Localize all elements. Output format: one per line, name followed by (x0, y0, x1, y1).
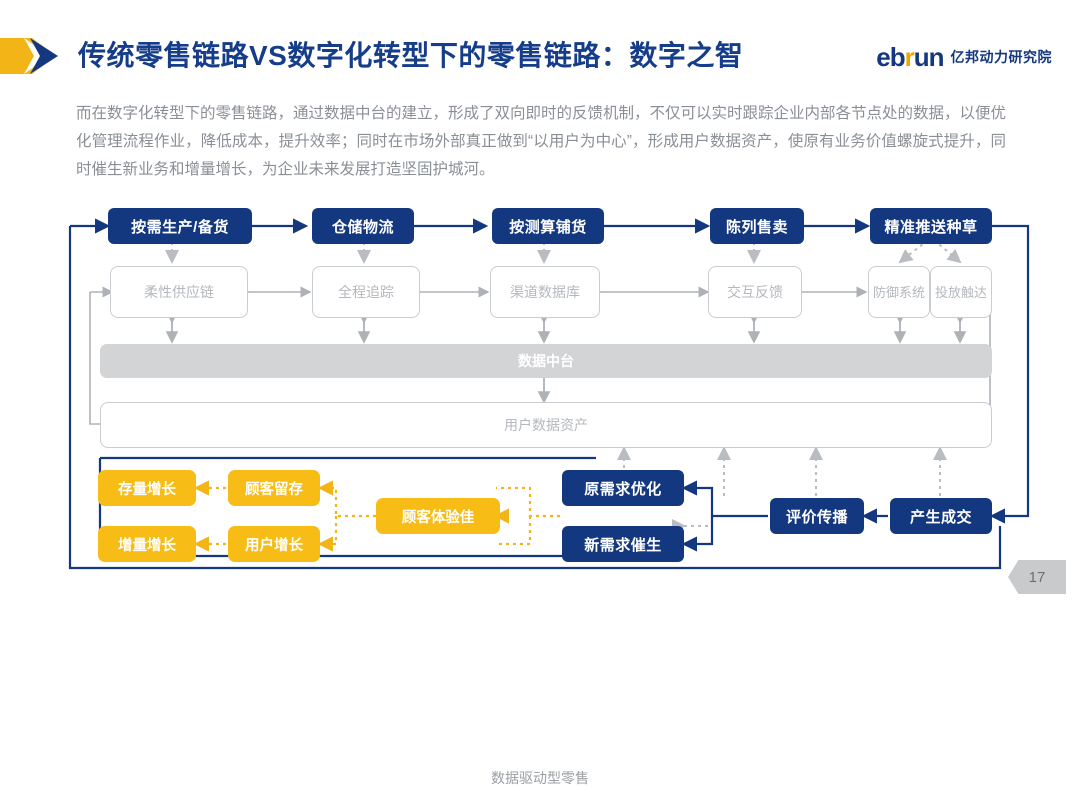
logo-part-r: r (904, 42, 915, 72)
logo-chinese-name: 亿邦动力研究院 (950, 49, 1052, 65)
chain-box-2[interactable]: 仓储物流 (312, 208, 414, 244)
growth-box-experience[interactable]: 顾客体验佳 (376, 498, 500, 534)
header-arrow-decoration (0, 28, 80, 84)
chain-box-2-label: 仓储物流 (331, 218, 394, 236)
growth-box-user-growth-label: 用户增长 (245, 537, 303, 554)
page-number-badge: 17 (1008, 560, 1066, 594)
data-platform-label: 数据中台 (518, 353, 574, 369)
chain-box-5[interactable]: 精准推送种草 (870, 208, 992, 244)
growth-box-stock-label: 存量增长 (118, 481, 176, 498)
chain-box-3[interactable]: 按测算铺货 (492, 208, 604, 244)
chain-box-1-label: 按需生产/备货 (131, 218, 229, 236)
capability-box-6[interactable]: 投放触达 (930, 266, 992, 318)
capability-box-1-label: 柔性供应链 (144, 284, 214, 300)
chain-box-5-label: 精准推送种草 (884, 218, 978, 236)
growth-box-retention[interactable]: 顾客留存 (228, 470, 320, 506)
diagram-caption: 数据驱动型零售 (491, 770, 589, 786)
intro-paragraph: 而在数字化转型下的零售链路，通过数据中台的建立，形成了双向即时的反馈机制，不仅可… (76, 105, 1007, 178)
capability-box-4-label: 交互反馈 (727, 284, 783, 300)
growth-box-increment[interactable]: 增量增长 (98, 526, 196, 562)
capability-box-1[interactable]: 柔性供应链 (110, 266, 248, 318)
capability-box-6-label: 投放触达 (934, 284, 987, 300)
diagram-canvas: 按需生产/备货 仓储物流 按测算铺货 陈列售卖 精准推送种草 柔性供应链 全程追… (0, 196, 1080, 786)
growth-box-user-growth[interactable]: 用户增长 (228, 526, 320, 562)
demand-box-optimize[interactable]: 原需求优化 (562, 470, 684, 506)
bottom-chain-box-2-label: 产生成交 (909, 508, 972, 526)
logo-part-a: eb (876, 42, 905, 72)
demand-box-new[interactable]: 新需求催生 (562, 526, 684, 562)
growth-box-experience-label: 顾客体验佳 (401, 509, 475, 526)
logo-part-b: un (913, 42, 945, 72)
chain-box-4-label: 陈列售卖 (725, 218, 788, 236)
capability-box-3-label: 渠道数据库 (510, 284, 580, 300)
chain-box-1[interactable]: 按需生产/备货 (108, 208, 252, 244)
growth-box-stock[interactable]: 存量增长 (98, 470, 196, 506)
demand-box-new-label: 新需求催生 (584, 536, 662, 554)
capability-box-4[interactable]: 交互反馈 (708, 266, 802, 318)
capability-box-5-label: 防御系统 (872, 284, 925, 300)
user-asset-label: 用户数据资产 (504, 417, 588, 433)
slide: 传统零售链路VS数字化转型下的零售链路：数字之智 ebrun 亿邦动力研究院 而… (0, 28, 1080, 786)
capability-box-3[interactable]: 渠道数据库 (490, 266, 600, 318)
capability-box-2-label: 全程追踪 (338, 284, 394, 300)
growth-box-retention-label: 顾客留存 (245, 481, 303, 498)
logo-wordmark: ebrun (876, 42, 945, 72)
capability-box-2[interactable]: 全程追踪 (312, 266, 420, 318)
capability-box-5[interactable]: 防御系统 (868, 266, 930, 318)
brand-logo: ebrun 亿邦动力研究院 (876, 40, 1052, 74)
demand-box-optimize-label: 原需求优化 (584, 480, 662, 498)
page-title: 传统零售链路VS数字化转型下的零售链路：数字之智 (78, 40, 744, 71)
chain-box-4[interactable]: 陈列售卖 (710, 208, 804, 244)
bottom-chain-box-1-label: 评价传播 (785, 508, 848, 526)
chain-box-3-label: 按测算铺货 (509, 218, 587, 236)
user-asset-bar[interactable]: 用户数据资产 (100, 402, 992, 448)
bottom-chain-box-2[interactable]: 产生成交 (890, 498, 992, 534)
bottom-chain-box-1[interactable]: 评价传播 (770, 498, 864, 534)
growth-box-increment-label: 增量增长 (118, 537, 176, 554)
data-platform-bar[interactable]: 数据中台 (100, 344, 992, 378)
